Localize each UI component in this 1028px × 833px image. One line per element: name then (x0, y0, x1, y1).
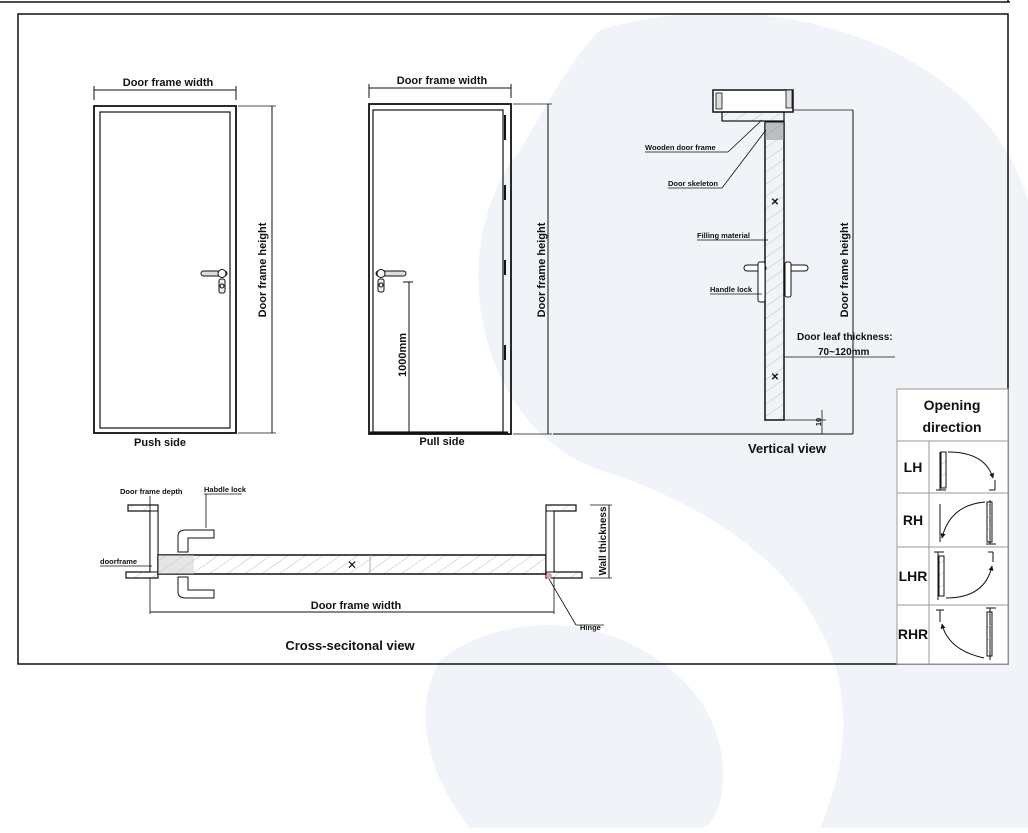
vertical-section-view: ✕ ✕ Door frame height 10 Wooden door fra… (553, 89, 895, 456)
row-label-rhr: RHR (898, 626, 928, 642)
head-frame (721, 111, 785, 122)
rh-swing-icon (939, 500, 996, 545)
handle-lock-plan (177, 529, 215, 599)
handle-lock-section (743, 261, 809, 303)
drawing-border (17, 13, 1009, 665)
cross-section-title: Cross-secitonal view (285, 638, 415, 653)
handle-lock-plan-label: Habdle lock (204, 485, 247, 494)
pull-side-label: Pull side (419, 436, 464, 448)
hinge-label: Hinge (580, 623, 601, 632)
lh-swing-icon (936, 451, 996, 491)
vertical-height-label: Door frame height (839, 222, 851, 317)
row-label-lh: LH (904, 459, 923, 475)
door-closer (712, 89, 794, 113)
svg-text:✕: ✕ (771, 372, 779, 383)
leaf-thickness-label: Door leaf thickness: (797, 332, 893, 343)
background-watermark (425, 12, 1028, 828)
door-leaf-outline (99, 111, 231, 429)
svg-text:✕: ✕ (771, 197, 779, 208)
row-label-lhr: LHR (899, 568, 928, 584)
pull-width-label: Door frame width (397, 75, 488, 87)
frame-depth-label: Door frame depth (120, 487, 183, 496)
push-width-label: Door frame width (123, 77, 214, 89)
handle-lock-label: Handle lock (710, 285, 753, 294)
gap-label: 10 (814, 418, 823, 426)
push-handle-icon (200, 269, 228, 294)
opening-title-line2: direction (922, 419, 981, 435)
lhr-swing-icon (934, 551, 994, 600)
wall-thickness-label: Wall thickness (598, 506, 609, 576)
pull-handle-icon (375, 269, 407, 293)
push-height-label: Door frame height (257, 222, 269, 317)
door-skeleton-label: Door skeleton (668, 179, 718, 188)
doorframe-label: doorframe (100, 557, 137, 566)
row-label-rh: RH (903, 512, 923, 528)
handle-height-label: 1000mm (397, 333, 409, 377)
pull-side-view: Door frame width Door frame height 1000m… (368, 75, 552, 448)
opening-direction-table: Opening direction LH RH LHR RHR (896, 388, 1009, 665)
hinge-marker (546, 573, 552, 579)
push-side-label: Push side (134, 437, 186, 449)
wooden-frame-label: Wooden door frame (645, 143, 716, 152)
pull-height-label: Door frame height (536, 222, 548, 317)
push-side-view: Door frame width Door frame height Push … (93, 77, 276, 449)
filling-material-label: Filling material (697, 231, 750, 240)
opening-title-line1: Opening (924, 397, 981, 413)
svg-text:✕: ✕ (347, 558, 357, 572)
rhr-swing-icon (936, 607, 996, 660)
door-frame-outline (93, 105, 237, 434)
plan-width-label: Door frame width (311, 600, 402, 612)
leaf-thickness-value: 70~120mm (818, 347, 870, 358)
cross-section-view: ✕ Door frame depth Habdle lock doorframe… (100, 485, 612, 653)
vertical-view-title: Vertical view (748, 441, 827, 456)
